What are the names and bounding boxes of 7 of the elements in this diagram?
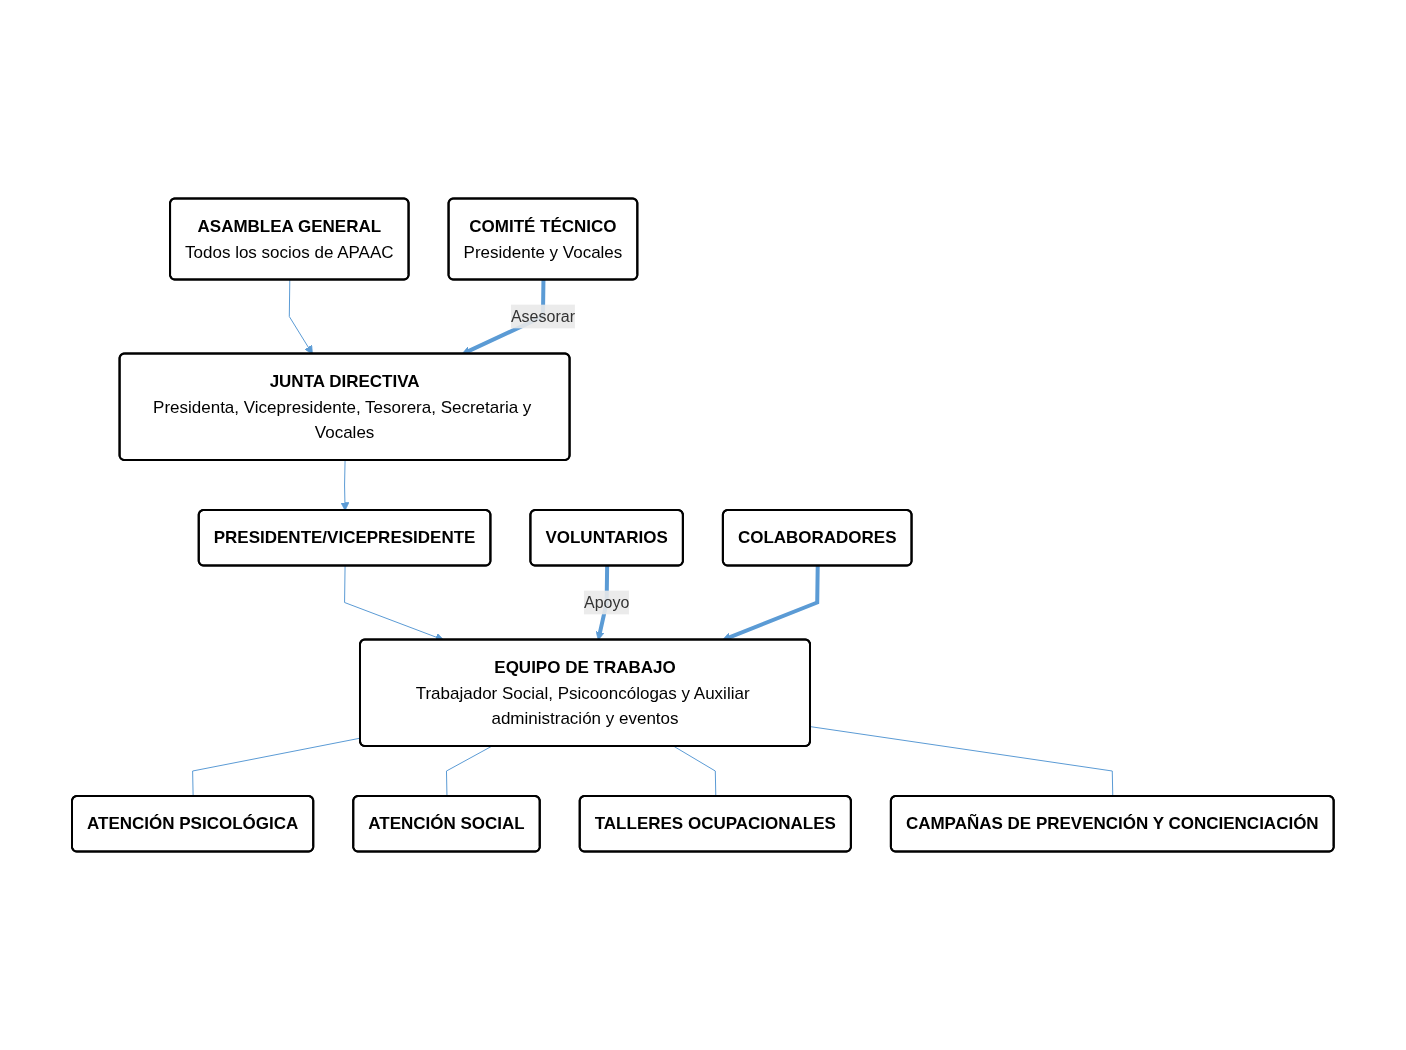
edge-label: Asesorar	[511, 307, 576, 325]
arrow	[289, 279, 314, 355]
connector	[810, 726, 1114, 797]
arrow	[340, 460, 350, 511]
connector	[673, 746, 717, 797]
connector	[446, 746, 492, 797]
edge-label: Apoyo	[584, 593, 630, 611]
